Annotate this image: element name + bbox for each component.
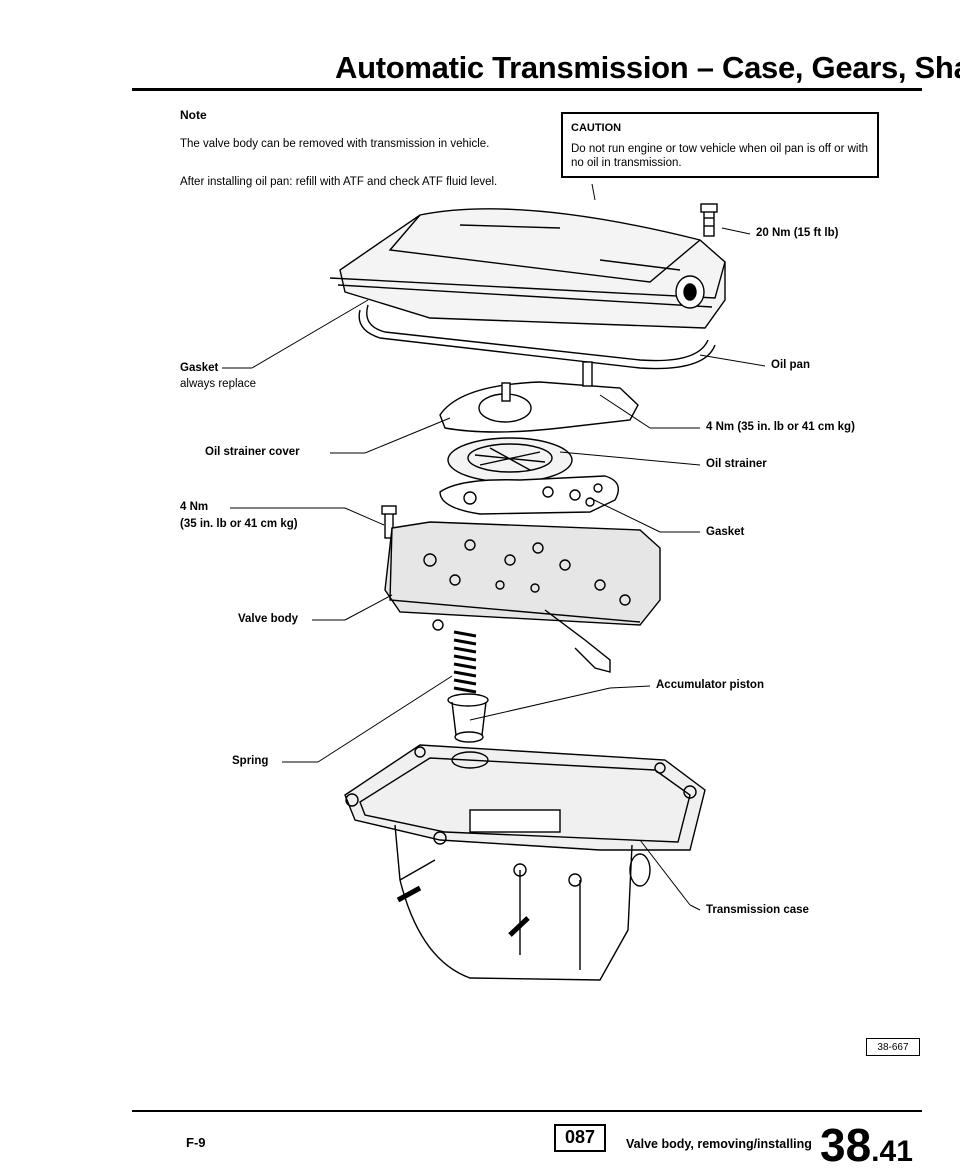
accumulator-piston-drawing xyxy=(447,693,489,743)
section-minor: .41 xyxy=(871,1135,913,1168)
section-number: 38.41 xyxy=(820,1118,913,1172)
label-strainer-cover: Oil strainer cover xyxy=(205,446,300,458)
header-rule xyxy=(132,88,922,91)
label-torque-4nm-left-a: 4 Nm xyxy=(180,501,209,513)
caution-text: Do not run engine or tow vehicle when oi… xyxy=(571,143,869,169)
page-title: Automatic Transmission – Case, Gears, Sh… xyxy=(335,50,960,85)
section-major: 38 xyxy=(820,1119,872,1171)
bolt-20nm-drawing xyxy=(700,203,718,237)
valve-body-drawing xyxy=(384,521,661,673)
figure-reference: 38-667 xyxy=(866,1038,920,1056)
label-torque-20nm: 20 Nm (15 ft lb) xyxy=(756,227,839,239)
caution-heading: CAUTION xyxy=(571,122,622,134)
label-spring: Spring xyxy=(232,755,269,767)
bolt-4nm-left-drawing xyxy=(381,505,397,539)
strainer-cover-drawing xyxy=(439,361,639,433)
note-line-2: After installing oil pan: refill with AT… xyxy=(180,176,498,188)
oil-strainer-drawing xyxy=(447,437,573,483)
label-torque-4nm-right: 4 Nm (35 in. lb or 41 cm kg) xyxy=(706,421,855,433)
label-oil-strainer: Oil strainer xyxy=(706,458,767,470)
label-torque-4nm-left-b: (35 in. lb or 41 cm kg) xyxy=(180,518,298,530)
footer-code: F-9 xyxy=(186,1135,206,1150)
label-valve-body: Valve body xyxy=(238,613,299,625)
footer-description: Valve body, removing/installing xyxy=(626,1137,812,1151)
page-number-box: 087 xyxy=(554,1124,606,1152)
spring-drawing xyxy=(453,630,477,694)
footer-rule xyxy=(132,1110,922,1112)
oil-pan-drawing xyxy=(329,208,726,329)
caution-box: CAUTION Do not run engine or tow vehicle… xyxy=(561,112,879,178)
leader-lines xyxy=(222,183,766,911)
gasket-top-drawing xyxy=(358,304,716,370)
gasket-mid-drawing xyxy=(439,475,619,515)
note-line-1: The valve body can be removed with trans… xyxy=(180,138,490,150)
label-accumulator-piston: Accumulator piston xyxy=(656,679,764,691)
transmission-case-drawing xyxy=(344,744,706,981)
label-gasket-mid: Gasket xyxy=(706,526,745,538)
label-oil-pan: Oil pan xyxy=(771,359,810,371)
label-gasket-top-sub: always replace xyxy=(180,378,257,390)
label-transmission-case: Transmission case xyxy=(706,904,809,916)
note-heading: Note xyxy=(180,108,207,122)
label-gasket-top: Gasket xyxy=(180,362,219,374)
